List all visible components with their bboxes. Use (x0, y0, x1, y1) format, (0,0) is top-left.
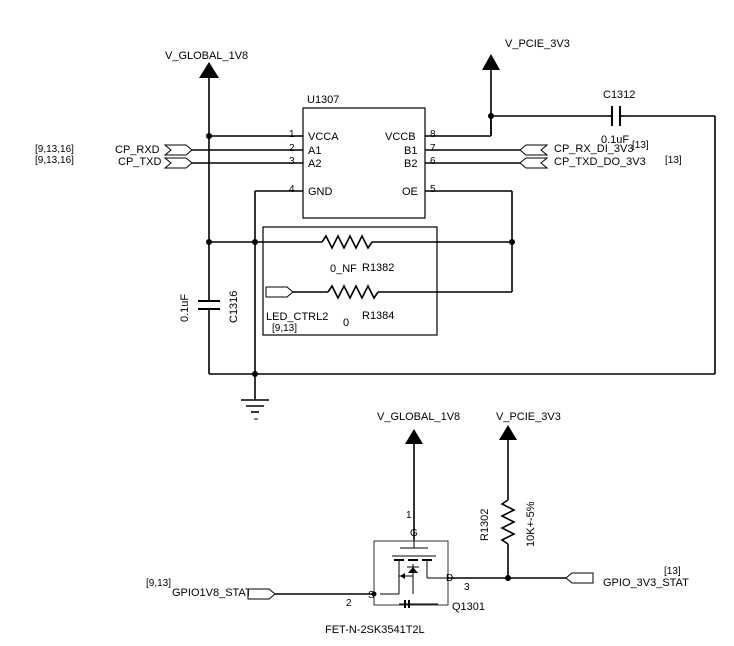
pin-name-oe: OE (402, 186, 418, 198)
pin-name-vcca: VCCA (308, 131, 339, 143)
r1302-value: 10K+-5% (525, 501, 537, 547)
q1301-g-label: G (410, 528, 418, 539)
cp-rx-di-3v3-label: CP_RX_DI_3V3 (554, 143, 634, 155)
port-cp-txd: CP_TXD [9,13,16] (35, 155, 193, 169)
gpio-3v3-stat-label: GPIO_3V3_STAT (603, 577, 689, 589)
power-arrow-icon (499, 425, 517, 440)
v-global-1v8-top-power: V_GLOBAL_1V8 (165, 50, 248, 374)
port-cp-txd-do-3v3: CP_TXD_DO_3V3 [13] (519, 155, 682, 169)
v-global-1v8-bottom-label: V_GLOBAL_1V8 (377, 411, 460, 423)
pin-name-gnd: GND (308, 186, 333, 198)
v-pcie-3v3-bottom-power: V_PCIE_3V3 (496, 411, 561, 500)
q1301-ref: Q1301 (452, 601, 485, 613)
pin-name-a2: A2 (308, 158, 321, 170)
r1384-ref: R1384 (362, 310, 394, 322)
c1316-value: 0.1uF (179, 294, 191, 322)
c1312-ref: C1312 (603, 89, 635, 101)
led-ctrl2-ref: [9,13] (272, 323, 297, 334)
c1312-capacitor: C1312 0.1uF (601, 89, 635, 146)
q1301-s-label: S (368, 590, 375, 601)
v-global-1v8-bottom-power: V_GLOBAL_1V8 (377, 411, 460, 540)
c1312-value: 0.1uF (601, 134, 629, 146)
resistor-group-box (262, 226, 438, 336)
power-arrow-icon (482, 54, 500, 70)
pin-number-6: 6 (430, 156, 436, 167)
pin-number-1: 1 (289, 129, 295, 140)
pin-number-3: 3 (289, 156, 295, 167)
cp-txd-do-3v3-label: CP_TXD_DO_3V3 (554, 156, 646, 168)
c1316-ref: C1316 (228, 291, 240, 323)
power-arrow-icon (405, 429, 423, 444)
v-pcie-3v3-top-power: V_PCIE_3V3 (482, 38, 570, 136)
u1307-ref: U1307 (307, 94, 339, 106)
q1301-part-number: FET-N-2SK3541T2L (325, 624, 425, 636)
r1382-value: 0_NF (330, 263, 357, 275)
pin-name-a1: A1 (308, 145, 321, 157)
port-gpio-3v3-stat: GPIO_3V3_STAT [13] (565, 566, 689, 589)
pin-number-7: 7 (430, 143, 436, 154)
pin-number-2: 2 (289, 143, 295, 154)
port-cp-rxd: CP_RXD [9,13,16] (35, 144, 193, 156)
gpio-3v3-ref: [13] (664, 566, 681, 577)
port-led-ctrl2 (265, 286, 294, 298)
q1301-mosfet: G 1 S D Q1301 FET-N-2SK3541T2L (325, 510, 485, 636)
gpio1v8-stat-label: GPIO1V8_STAT (172, 587, 252, 599)
port-gpio1v8-stat: GPIO1V8_STAT [9,13] (146, 578, 276, 600)
pin-name-b2: B2 (404, 158, 417, 170)
cp-txd-label: CP_TXD (118, 156, 161, 168)
ground-symbol (241, 399, 269, 420)
v-pcie-3v3-bottom-label: V_PCIE_3V3 (496, 411, 561, 423)
gpio1v8-ref: [9,13] (146, 578, 171, 589)
v-global-1v8-top-label: V_GLOBAL_1V8 (165, 50, 248, 62)
r1382-resistor (321, 234, 373, 250)
q1301-pin-s: 2 (346, 598, 352, 609)
cp-txd-do-ref: [13] (665, 155, 682, 166)
cp-rxd-ref: [9,13,16] (35, 144, 74, 155)
pin-number-5: 5 (430, 184, 436, 195)
v-pcie-3v3-top-label: V_PCIE_3V3 (505, 38, 570, 50)
u1307-ic: U1307 VCCA A1 A2 GND VCCB B1 B2 OE 1 2 3… (289, 94, 436, 219)
port-cp-rx-di-3v3: CP_RX_DI_3V3 [13] (519, 140, 649, 156)
c1316-capacitor: 0.1uF C1316 (179, 291, 240, 323)
r1302-resistor (500, 499, 516, 545)
pin-number-8: 8 (430, 129, 436, 140)
pin-name-b1: B1 (404, 145, 417, 157)
cp-rxd-label: CP_RXD (115, 144, 160, 156)
r1302-ref: R1302 (479, 509, 491, 541)
q1301-pin-d: 3 (464, 582, 470, 593)
power-arrow-icon (199, 62, 219, 78)
r1384-resistor (327, 284, 379, 300)
pin-name-vccb: VCCB (385, 131, 416, 143)
cp-rx-di-ref: [13] (632, 140, 649, 151)
r1382-ref: R1382 (362, 262, 394, 274)
led-ctrl2-label: LED_CTRL2 (266, 311, 328, 323)
r1384-value: 0 (343, 317, 349, 329)
cp-txd-ref: [9,13,16] (35, 155, 74, 166)
pin-number-4: 4 (289, 184, 295, 195)
q1301-pin-g: 1 (406, 510, 412, 521)
